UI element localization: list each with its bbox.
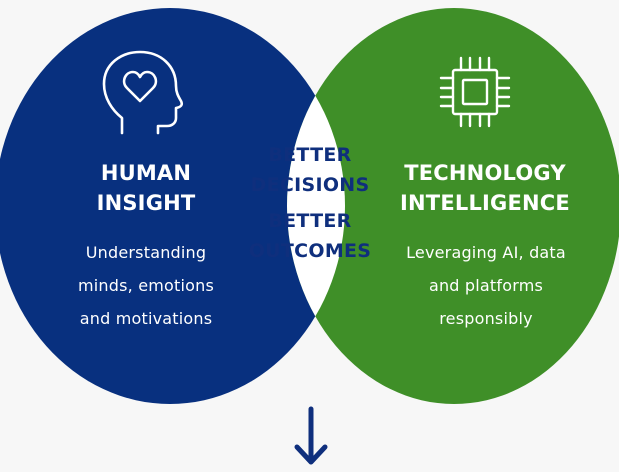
technology-intelligence-circle xyxy=(287,8,619,404)
technology-intelligence-description: Leveraging AI, data and platforms respon… xyxy=(384,236,588,335)
technology-intelligence-title-line2: INTELLIGENCE xyxy=(400,191,570,215)
human-insight-description: Understanding minds, emotions and motiva… xyxy=(42,236,250,335)
technology-intelligence-title-line1: TECHNOLOGY xyxy=(404,161,566,185)
human-insight-desc-line1: Understanding xyxy=(85,243,207,262)
overlap-line1: BETTER xyxy=(268,144,352,166)
arrow-down-icon xyxy=(294,406,328,465)
human-insight-desc-line3: and motivations xyxy=(79,309,213,328)
human-insight-text: HUMAN INSIGHT xyxy=(52,158,240,218)
technology-intelligence-desc-line1: Leveraging AI, data xyxy=(406,243,566,262)
human-insight-desc-line2: minds, emotions xyxy=(77,276,215,295)
head-heart-icon xyxy=(102,50,184,135)
overlap-line4: OUTCOMES xyxy=(248,240,372,262)
human-insight-title-line1: HUMAN xyxy=(100,161,192,185)
technology-intelligence-desc-line3: responsibly xyxy=(439,309,533,328)
overlap-line2: DECISIONS xyxy=(250,174,370,196)
human-insight-title-line2: INSIGHT xyxy=(96,191,196,215)
technology-intelligence-desc-line2: and platforms xyxy=(428,276,544,295)
overlap-text: BETTER DECISIONS BETTER OUTCOMES xyxy=(232,140,388,266)
overlap-line3: BETTER xyxy=(268,210,352,232)
technology-intelligence-text: TECHNOLOGY INTELLIGENCE xyxy=(378,158,592,218)
chip-icon xyxy=(439,56,511,128)
human-insight-circle xyxy=(0,8,345,404)
